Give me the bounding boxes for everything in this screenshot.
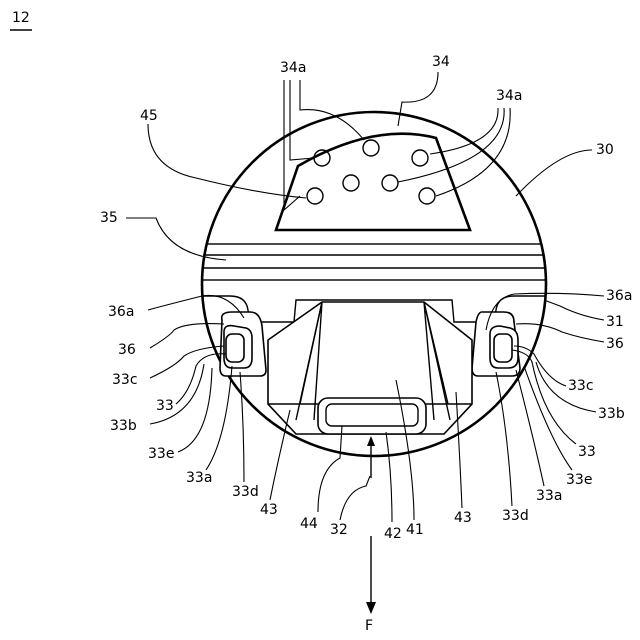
arrow-F-head [366, 602, 376, 614]
label-33c-left: 33c [112, 372, 138, 388]
leader-34a-3 [300, 80, 364, 140]
leader-33b-l [150, 364, 204, 424]
label-35: 35 [100, 210, 118, 226]
hole-34a [343, 175, 359, 191]
leader-33c-l [150, 346, 224, 378]
label-36a-right: 36a [606, 288, 632, 304]
label-43-left: 43 [260, 502, 278, 518]
label-33a-right: 33a [536, 488, 562, 504]
leader-33-r [512, 350, 576, 444]
leader-34a-1 [284, 80, 300, 210]
label-34: 34 [432, 54, 450, 70]
leader-45 [148, 124, 306, 198]
leader-33e-r [524, 366, 572, 470]
label-33e-right: 33e [566, 472, 592, 488]
label-36-left: 36 [118, 342, 136, 358]
label-33d-right: 33d [502, 508, 529, 524]
label-32: 32 [330, 522, 348, 538]
hole-34a [307, 188, 323, 204]
hole-34a [412, 150, 428, 166]
leader-31 [544, 300, 604, 320]
leader-34a-r3 [436, 108, 510, 196]
label-33d-left: 33d [232, 484, 259, 500]
label-33b-left: 33b [110, 418, 137, 434]
pin-33-left [226, 334, 244, 362]
leader-44 [318, 426, 342, 512]
label-33b-right: 33b [598, 406, 625, 422]
direction-label-F: F [365, 618, 373, 634]
arrow-32 [367, 436, 375, 446]
figure-number: 12 [12, 10, 30, 26]
leader-35 [126, 218, 226, 260]
hole-34a [382, 175, 398, 191]
leader-32 [340, 476, 370, 520]
label-42: 42 [384, 526, 402, 542]
leader-33a-l [206, 366, 232, 470]
bar-35 [200, 244, 550, 280]
leader-33d-r [496, 372, 512, 506]
plate-34 [276, 134, 470, 230]
label-33c-right: 33c [568, 378, 594, 394]
leader-33a-r [516, 370, 544, 486]
label-33-right: 33 [578, 444, 596, 460]
label-31: 31 [606, 314, 624, 330]
label-33e-left: 33e [148, 446, 174, 462]
leader-33e-l [178, 368, 212, 452]
label-30: 30 [596, 142, 614, 158]
pin-33-right [494, 334, 512, 362]
leader-42 [386, 432, 392, 522]
leader-34a-2 [290, 80, 314, 160]
leader-30 [516, 150, 592, 196]
label-44: 44 [300, 516, 318, 532]
label-36-right: 36 [606, 336, 624, 352]
label-45: 45 [140, 108, 158, 124]
label-43-right: 43 [454, 510, 472, 526]
label-33-left: 33 [156, 398, 174, 414]
label-34a-top-right: 34a [496, 88, 522, 104]
label-41: 41 [406, 522, 424, 538]
label-36a-left: 36a [108, 304, 134, 320]
hole-34a [363, 140, 379, 156]
hole-34a [419, 188, 435, 204]
label-33a-left: 33a [186, 470, 212, 486]
label-34a-top-left: 34a [280, 60, 306, 76]
leader-33d-l [240, 372, 244, 482]
leader-36-r [516, 324, 604, 342]
leader-34a-r2 [398, 108, 504, 182]
